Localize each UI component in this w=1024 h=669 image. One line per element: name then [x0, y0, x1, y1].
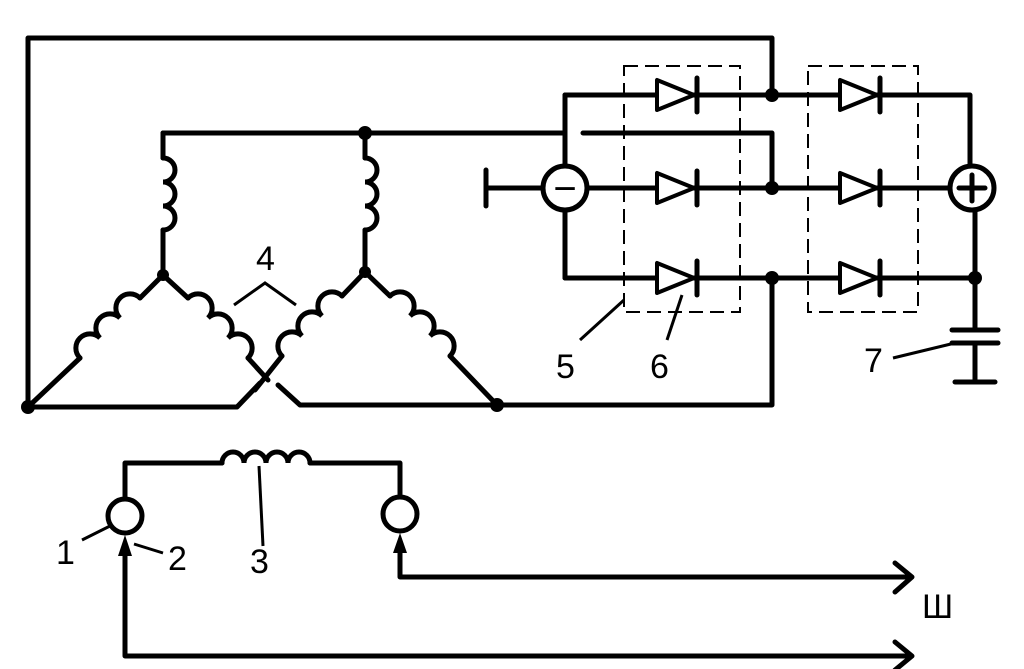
ground-bar [483, 167, 545, 209]
label-field-winding: 3 [250, 543, 269, 581]
leader-1 [81, 524, 111, 542]
capacitor [949, 327, 1001, 385]
slip-ring-left [105, 496, 145, 536]
wire-field-top [122, 460, 225, 503]
label-stator-windings: 4 [256, 240, 275, 278]
label-negative-heatsink: 5 [556, 348, 575, 386]
label-field-terminal: Ш [922, 588, 953, 626]
diode-left-middle [655, 168, 700, 208]
upper-coil-left [160, 130, 178, 278]
wire-row-bottom [562, 205, 978, 281]
diode-right-top [838, 75, 883, 115]
wire-bottom-bus [494, 275, 775, 408]
slip-ring-right [380, 494, 420, 534]
label-slip-ring: 1 [56, 534, 75, 572]
brush-left-arrow [118, 535, 132, 556]
upper-coil-right [362, 130, 380, 275]
positive-terminal [947, 163, 997, 213]
wire-output-ground [122, 553, 913, 659]
heatsink-negative-box [623, 65, 741, 313]
junction-dots [21, 88, 982, 414]
label-capacitor: 7 [864, 342, 883, 380]
wire-middle-link [580, 130, 775, 191]
wire-field-top-right [307, 460, 403, 498]
leader-4 [233, 281, 297, 307]
stator-winding-right [252, 269, 500, 408]
leader-3 [257, 465, 265, 547]
brush-right-arrow [393, 533, 407, 553]
wire-row-top [562, 92, 973, 191]
negative-terminal: − [540, 163, 590, 213]
diode-right-bottom [838, 258, 883, 298]
wire-output-field [397, 550, 913, 580]
leader-2 [133, 542, 164, 555]
field-winding-coil [219, 449, 313, 466]
heatsink-positive-box [807, 65, 919, 313]
diode-left-top [655, 75, 700, 115]
diode-right-middle [838, 168, 883, 208]
leader-5 [578, 298, 626, 342]
negative-symbol: − [553, 167, 576, 211]
label-brush: 2 [168, 540, 187, 578]
arrow-output-field [892, 560, 915, 595]
arrow-output-ground [892, 639, 915, 669]
leader-6 [665, 294, 684, 341]
wire-outer-loop [25, 35, 775, 410]
diode-left-bottom [655, 258, 700, 298]
stator-winding-left [25, 272, 271, 410]
label-diode: 6 [650, 348, 669, 386]
leader-7 [892, 341, 956, 360]
